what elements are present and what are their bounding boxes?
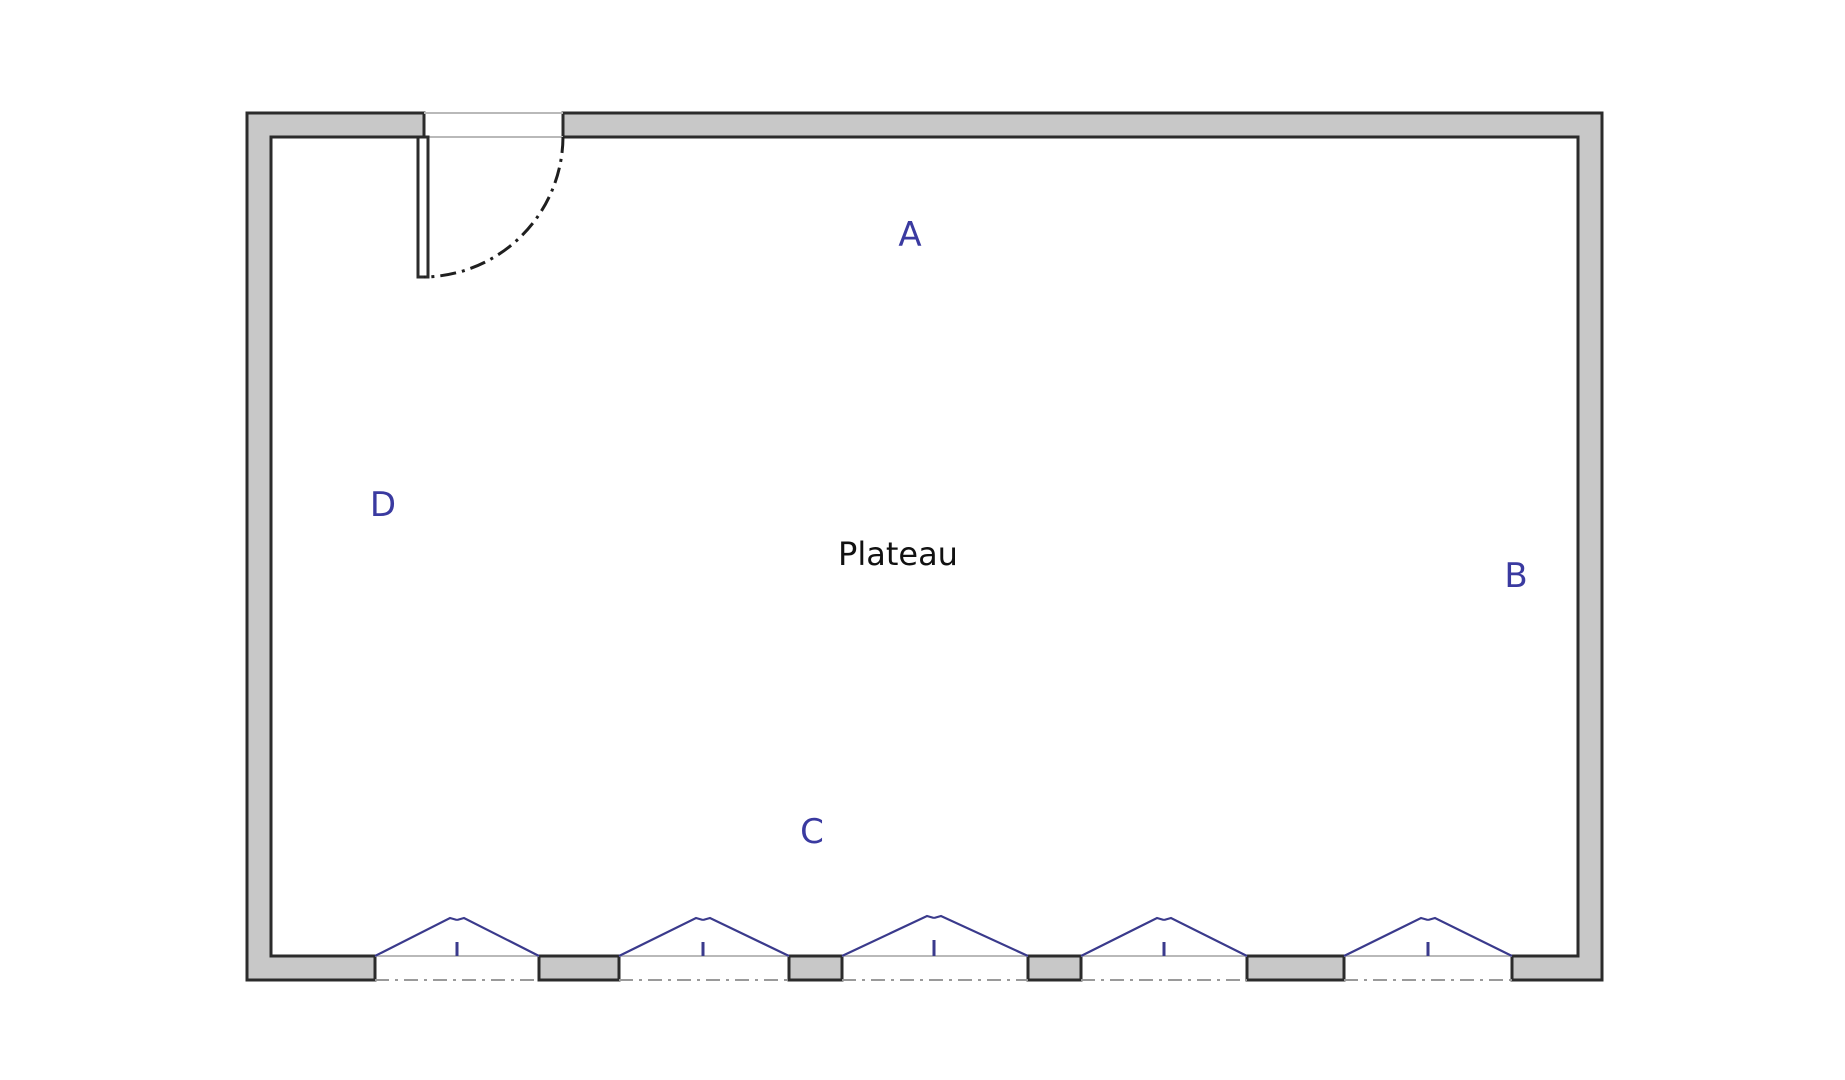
wall-top-right — [561, 111, 1604, 982]
window-4 — [1080, 916, 1248, 981]
window-3-leaf-right — [933, 914, 1029, 957]
window-2 — [618, 916, 790, 981]
side-label-c: C — [800, 812, 824, 852]
wall-top-left — [245, 111, 426, 982]
room-name: Plateau — [838, 535, 958, 573]
window-5 — [1343, 916, 1513, 981]
side-label-b: B — [1504, 556, 1527, 596]
window-3-leaf-left — [841, 914, 935, 957]
wall-pier-3 — [1026, 954, 1083, 982]
window-2-leaf-right — [702, 916, 790, 957]
door-leaf — [416, 135, 430, 279]
side-label-a: A — [898, 215, 921, 255]
window-4-leaf-right — [1163, 916, 1248, 957]
windows — [374, 914, 1513, 981]
wall-pier-4 — [1245, 954, 1346, 982]
window-1-leaf-left — [374, 916, 458, 957]
wall-pier-2 — [787, 954, 844, 982]
window-4-leaf-left — [1080, 916, 1165, 957]
door — [416, 112, 565, 279]
window-1-leaf-right — [456, 916, 540, 957]
window-5-leaf-right — [1427, 916, 1513, 957]
side-label-d: D — [370, 485, 396, 525]
window-2-leaf-left — [618, 916, 704, 957]
window-1 — [374, 916, 540, 981]
door-swing-arc — [423, 136, 565, 279]
window-5-leaf-left — [1343, 916, 1429, 957]
wall-pier-1 — [537, 954, 621, 982]
window-3 — [841, 914, 1029, 981]
